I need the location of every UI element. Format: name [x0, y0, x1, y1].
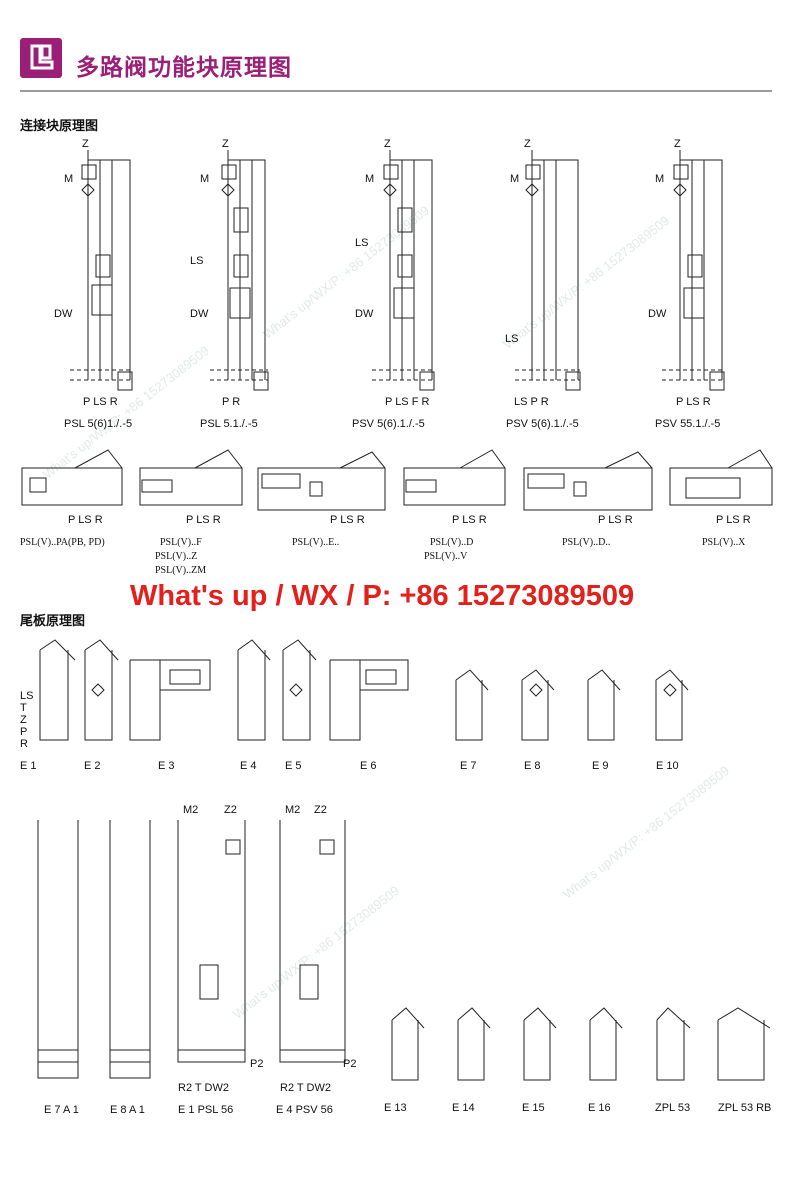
caption: PSL(V)..ZM — [155, 565, 207, 576]
port-m-label: M — [64, 173, 74, 185]
connect-block-icon — [20, 38, 62, 78]
schematic-psl-5-6 — [70, 150, 133, 391]
caption: PSV 55.1./.-5 — [655, 418, 721, 430]
port-z2-label: Z2 — [224, 804, 237, 816]
caption: PSL(V)..X — [702, 537, 746, 548]
port-m-label: M — [365, 173, 375, 185]
port-p2-label: P2 — [250, 1058, 264, 1070]
caption: PSL(V)..E.. — [292, 537, 340, 548]
port-z2-label: Z2 — [314, 804, 327, 816]
caption: PSL 5.1./.-5 — [200, 418, 258, 430]
schematic-psv-5-6-a — [372, 150, 435, 391]
port-labels: R2 T DW2 — [178, 1082, 229, 1094]
caption: E 1 PSL 56 — [178, 1104, 234, 1116]
port-labels: P LS R — [68, 514, 103, 526]
port-ls-label: LS — [355, 237, 369, 249]
port-labels: P LS R — [676, 396, 711, 408]
port-dw-label: DW — [190, 308, 209, 320]
port-labels: P LS R — [83, 396, 118, 408]
caption: E 10 — [656, 760, 679, 772]
port-labels: P LS R — [716, 514, 751, 526]
caption: PSV 5(6).1./.-5 — [352, 418, 425, 430]
caption: PSL(V)..Z — [155, 551, 198, 562]
caption: E 6 — [360, 760, 377, 772]
port-labels: P LS F R — [385, 396, 430, 408]
schematic-row3 — [39, 639, 689, 741]
caption: E 1 — [20, 760, 37, 772]
port-label: R — [20, 738, 28, 750]
caption: E 3 — [158, 760, 175, 772]
caption: PSL(V)..F — [160, 537, 202, 548]
caption: PSL 5(6)1./.-5 — [64, 418, 133, 430]
caption: E 16 — [588, 1102, 611, 1114]
port-z-label: Z — [674, 138, 681, 150]
caption: E 2 — [84, 760, 101, 772]
caption: PSL(V)..PA(PB, PD) — [20, 537, 105, 548]
caption: PSL(V)..D — [430, 537, 474, 548]
header-divider — [20, 90, 772, 92]
schematic-psl-5-1 — [210, 150, 269, 391]
port-label: Z — [20, 714, 27, 726]
port-z-label: Z — [384, 138, 391, 150]
port-label: P — [20, 726, 28, 738]
port-ls-label: LS — [505, 333, 519, 345]
port-z-label: Z — [222, 138, 229, 150]
port-z-label: Z — [524, 138, 531, 150]
schematic-psv-55-1 — [662, 150, 725, 391]
schematic-psv-5-6-b — [515, 150, 581, 391]
caption: ZPL 53 — [655, 1102, 691, 1114]
page-title: 多路阀功能块原理图 — [76, 54, 292, 80]
port-labels: P LS R — [330, 514, 365, 526]
caption: PSV 5(6).1./.-5 — [506, 418, 579, 430]
port-label: T — [20, 702, 27, 714]
caption: E 8 A 1 — [110, 1104, 145, 1116]
section-connection-title: 连接块原理图 — [20, 118, 99, 133]
port-dw-label: DW — [54, 308, 73, 320]
port-ls-label: LS — [190, 255, 204, 267]
caption: ZPL 53 RB — [718, 1102, 772, 1114]
port-z-label: Z — [82, 138, 89, 150]
section-tail-title: 尾板原理图 — [20, 613, 86, 628]
schematic-row4 — [37, 820, 771, 1081]
caption: E 9 — [592, 760, 609, 772]
caption: PSL(V)..V — [424, 551, 468, 562]
port-label: LS — [20, 690, 34, 702]
caption: E 13 — [384, 1102, 407, 1114]
port-m-label: M — [200, 173, 210, 185]
port-labels: P LS R — [452, 514, 487, 526]
port-dw-label: DW — [648, 308, 667, 320]
port-labels: P LS R — [598, 514, 633, 526]
caption: E 5 — [285, 760, 302, 772]
contact-banner: What's up / WX / P: +86 15273089509 — [130, 580, 635, 612]
port-m-label: M — [655, 173, 665, 185]
port-m2-label: M2 — [285, 804, 301, 816]
port-m-label: M — [510, 173, 520, 185]
caption: E 8 — [524, 760, 541, 772]
port-labels: P LS R — [186, 514, 221, 526]
caption: E 7 A 1 — [44, 1104, 79, 1116]
caption: PSL(V)..D.. — [562, 537, 611, 548]
port-labels: R2 T DW2 — [280, 1082, 331, 1094]
port-labels: P R — [222, 396, 241, 408]
caption: E 7 — [460, 760, 477, 772]
port-m2-label: M2 — [183, 804, 199, 816]
caption: E 14 — [452, 1102, 475, 1114]
port-labels: LS P R — [514, 396, 549, 408]
caption: E 4 — [240, 760, 257, 772]
caption: E 15 — [522, 1102, 545, 1114]
schematic-row2 — [21, 449, 773, 511]
port-p2-label: P2 — [343, 1058, 357, 1070]
port-dw-label: DW — [355, 308, 374, 320]
caption: E 4 PSV 56 — [276, 1104, 333, 1116]
